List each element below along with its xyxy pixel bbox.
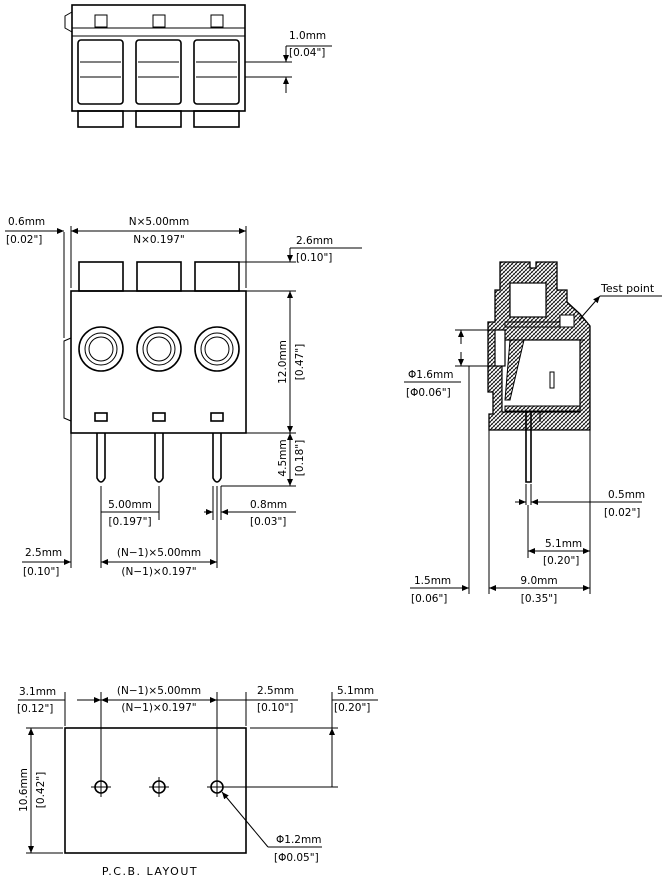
front-body-height-mm: 12.0mm [277, 340, 289, 384]
side-pin-thickness-inch: [0.02"] [604, 507, 640, 519]
top-wire-entries [77, 39, 240, 105]
top-view-body [71, 4, 246, 112]
pcb-outline [64, 727, 247, 854]
front-pins [96, 433, 222, 483]
front-width-inch: N×0.197" [133, 234, 185, 246]
front-total-pitch-inch: (N−1)×0.197" [121, 566, 196, 578]
pcb-height-mm: 10.6mm [18, 768, 30, 812]
top-window-1 [94, 14, 108, 28]
side-test-point-label: Test point [600, 282, 655, 295]
front-left-offset-mm: 0.6mm [8, 216, 45, 228]
front-body-height-inch: [0.47"] [294, 344, 306, 380]
top-thickness-mm: 1.0mm [289, 30, 326, 42]
front-top-clearance-mm: 2.6mm [296, 235, 333, 247]
side-hole-dia-inch: [Φ0.06"] [406, 387, 451, 399]
front-end-offset-mm: 2.5mm [25, 547, 62, 559]
pcb-right-offset-mm: 2.5mm [257, 685, 294, 697]
pcb-hole-dia-mm: Φ1.2mm [276, 834, 321, 846]
front-pin-length-inch: [0.18"] [294, 440, 306, 476]
pcb-layout-title: P.C.B. LAYOUT [102, 865, 198, 878]
top-window-3 [210, 14, 224, 28]
side-view: Test point Φ1.6mm [Φ0.06"] 0.5mm [0.02"]… [404, 261, 662, 605]
side-pin-offset-inch: [0.20"] [543, 555, 579, 567]
pcb-right-offset-inch: [0.10"] [257, 702, 293, 714]
side-pin-thickness-mm: 0.5mm [608, 489, 645, 501]
front-pitch-mm: 5.00mm [108, 499, 152, 511]
front-top-clearance-inch: [0.10"] [296, 252, 332, 264]
pcb-hole-row-offset-mm: 5.1mm [337, 685, 374, 697]
top-thickness-inch: [0.04"] [289, 47, 325, 59]
side-depth-mm: 9.0mm [520, 575, 557, 587]
pcb-hole-row-offset-inch: [0.20"] [334, 702, 370, 714]
side-pin [525, 411, 532, 483]
pcb-total-pitch-inch: (N−1)×0.197" [121, 702, 196, 714]
pcb-left-offset-mm: 3.1mm [19, 686, 56, 698]
pcb-left-offset-inch: [0.12"] [17, 703, 53, 715]
front-view: N×5.00mm N×0.197" 0.6mm [0.02"] 2.6mm [0… [5, 216, 362, 578]
pcb-hole-dia-inch: [Φ0.05"] [274, 852, 319, 864]
side-hole-dia-mm: Φ1.6mm [408, 369, 453, 381]
front-pin-width-inch: [0.03"] [250, 516, 286, 528]
front-pin-width-mm: 0.8mm [250, 499, 287, 511]
front-screw-holes [78, 326, 240, 372]
side-pin-offset-mm: 5.1mm [545, 538, 582, 550]
front-total-pitch-mm: (N−1)×5.00mm [117, 547, 201, 559]
front-end-offset-inch: [0.10"] [23, 566, 59, 578]
top-pins [77, 110, 240, 128]
front-pin-length-mm: 4.5mm [277, 439, 289, 476]
front-left-offset-inch: [0.02"] [6, 234, 42, 246]
side-left-offset-mm: 1.5mm [414, 575, 451, 587]
front-pitch-inch: [0.197"] [108, 516, 151, 528]
front-body [70, 290, 247, 434]
side-depth-inch: [0.35"] [521, 593, 557, 605]
pcb-height-inch: [0.42"] [35, 772, 47, 808]
pcb-holes [91, 777, 227, 797]
top-view: 1.0mm [0.04"] [64, 4, 332, 128]
pcb-total-pitch-mm: (N−1)×5.00mm [117, 685, 201, 697]
side-left-offset-inch: [0.06"] [411, 593, 447, 605]
top-window-2 [152, 14, 166, 28]
front-width-mm: N×5.00mm [129, 216, 190, 228]
pcb-layout: 3.1mm [0.12"] (N−1)×5.00mm (N−1)×0.197" … [17, 685, 378, 878]
